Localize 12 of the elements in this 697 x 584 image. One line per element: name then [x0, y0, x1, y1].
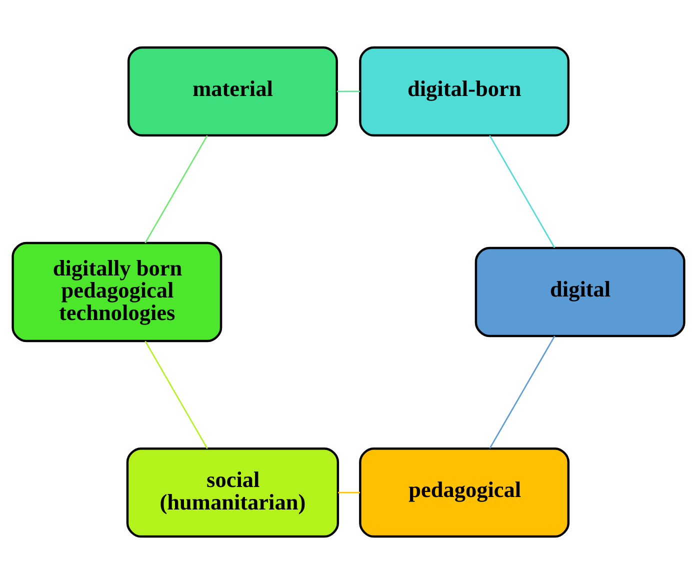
node-box: material: [127, 46, 338, 137]
connector: [338, 492, 360, 494]
connector: [144, 135, 208, 244]
connector: [489, 135, 556, 248]
node-box: digitally born pedagogical technologies: [12, 242, 222, 342]
connector: [489, 336, 556, 449]
node-box: pedagogical: [359, 447, 570, 538]
node-box: social (humanitarian): [126, 447, 340, 538]
node-box: digital-born: [359, 46, 570, 137]
node-box: digital: [474, 246, 686, 338]
connector: [144, 340, 208, 449]
connector: [336, 90, 360, 92]
